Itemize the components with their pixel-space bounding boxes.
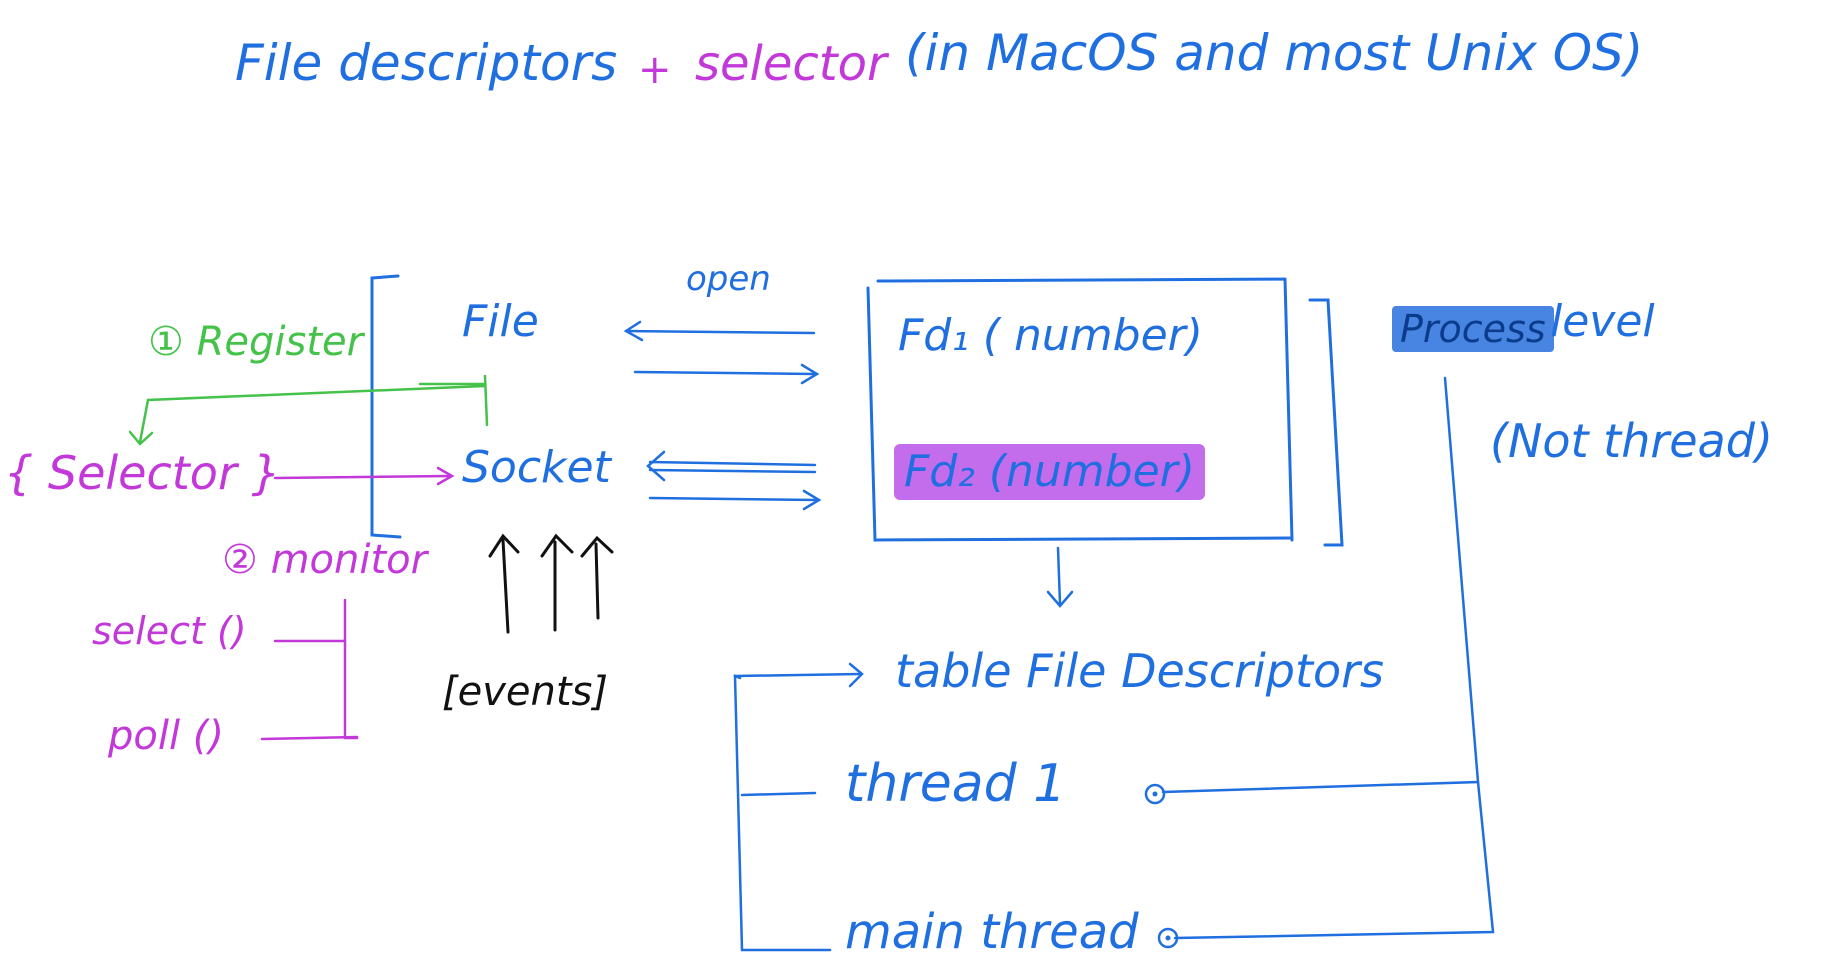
- fd-right-bracket: [1308, 298, 1344, 547]
- table-arrowhead: [848, 662, 864, 688]
- poll-line: [260, 735, 359, 741]
- title-file-descriptors: File descriptors: [235, 34, 618, 92]
- table-arrow: [733, 672, 862, 678]
- thread1-node-center: [1152, 791, 1158, 797]
- selector-to-socket-arrow: [273, 474, 452, 480]
- main-thread-node: [1157, 927, 1179, 949]
- selector-arrowhead: [436, 466, 455, 486]
- fd-box: [866, 277, 1294, 542]
- file-fd-arrows: [623, 320, 820, 385]
- process-level-label: level: [1550, 296, 1655, 347]
- title-selector: selector: [695, 36, 887, 92]
- monitor-label: ② monitor: [222, 537, 428, 583]
- event-arrows: [488, 533, 614, 634]
- thread1-label: thread 1: [845, 754, 1067, 814]
- register-arrowhead: [128, 430, 154, 446]
- process-to-main-thread: [1173, 780, 1495, 940]
- fd2-label: Fd₂ (number): [894, 444, 1205, 500]
- file-socket-bracket: [370, 274, 402, 539]
- open-label: open: [686, 259, 771, 299]
- socket-fd-arrows: [646, 450, 822, 511]
- register-label: ① Register: [148, 319, 364, 365]
- thread1-node: [1144, 783, 1166, 805]
- selector-label: { Selector }: [4, 446, 281, 500]
- events-label: [events]: [442, 669, 608, 715]
- socket-label: Socket: [462, 442, 611, 493]
- select-fn-label: select (): [92, 609, 247, 653]
- register-connector: [138, 374, 489, 444]
- fd1-label: Fd₁ ( number): [898, 310, 1203, 361]
- title-os-note: (in MacOS and most Unix OS): [905, 24, 1644, 82]
- process-highlight: Process: [1392, 306, 1554, 352]
- thread-bracket: [733, 674, 832, 952]
- select-poll-bracket: [343, 598, 359, 740]
- table-file-descriptors-label: table File Descriptors: [895, 644, 1384, 698]
- title-plus: +: [638, 47, 672, 93]
- poll-fn-label: poll (): [108, 713, 225, 759]
- box-to-table-arrow: [1056, 546, 1062, 606]
- process-to-thread1: [1161, 376, 1480, 794]
- file-label: File: [462, 296, 539, 347]
- not-thread-label: (Not thread): [1490, 414, 1773, 468]
- box-to-table-arrowhead: [1046, 590, 1074, 608]
- main-thread-node-center: [1165, 935, 1171, 941]
- main-thread-label: main thread: [845, 904, 1139, 960]
